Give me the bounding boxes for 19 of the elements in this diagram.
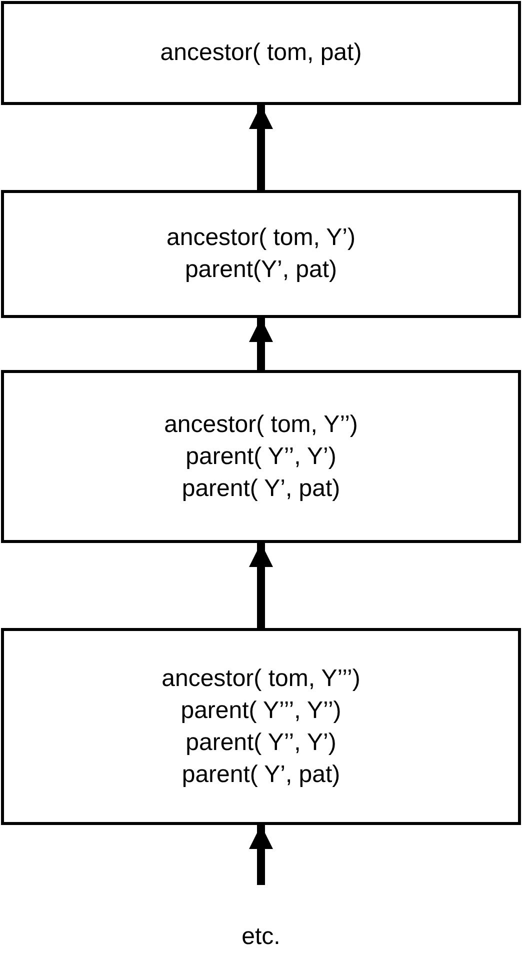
clause-text: parent( Y’, pat) <box>182 474 340 504</box>
arrow <box>249 318 273 370</box>
goal-box <box>1 370 521 543</box>
goal-box <box>1 190 521 318</box>
goal-box <box>1 1 521 105</box>
clause-text: ancestor( tom, Y’’’) <box>162 664 360 694</box>
clause-text: parent( Y’, pat) <box>182 760 340 790</box>
clause-text: parent( Y’’’, Y’’) <box>180 696 342 726</box>
clause-text: ancestor( tom, Y’) <box>166 223 356 253</box>
arrow <box>249 543 273 628</box>
clause-text: ancestor( tom, pat) <box>160 38 362 68</box>
clause-text: parent( Y’’, Y’) <box>186 442 336 472</box>
arrow <box>249 825 273 885</box>
clause-text: parent( Y’’, Y’) <box>186 728 336 758</box>
clause-text: parent(Y’, pat) <box>184 255 338 285</box>
etc-text: etc. <box>242 922 280 952</box>
arrow <box>249 105 273 190</box>
clause-text: ancestor( tom, Y’’) <box>164 410 358 440</box>
goal-box <box>1 628 521 825</box>
